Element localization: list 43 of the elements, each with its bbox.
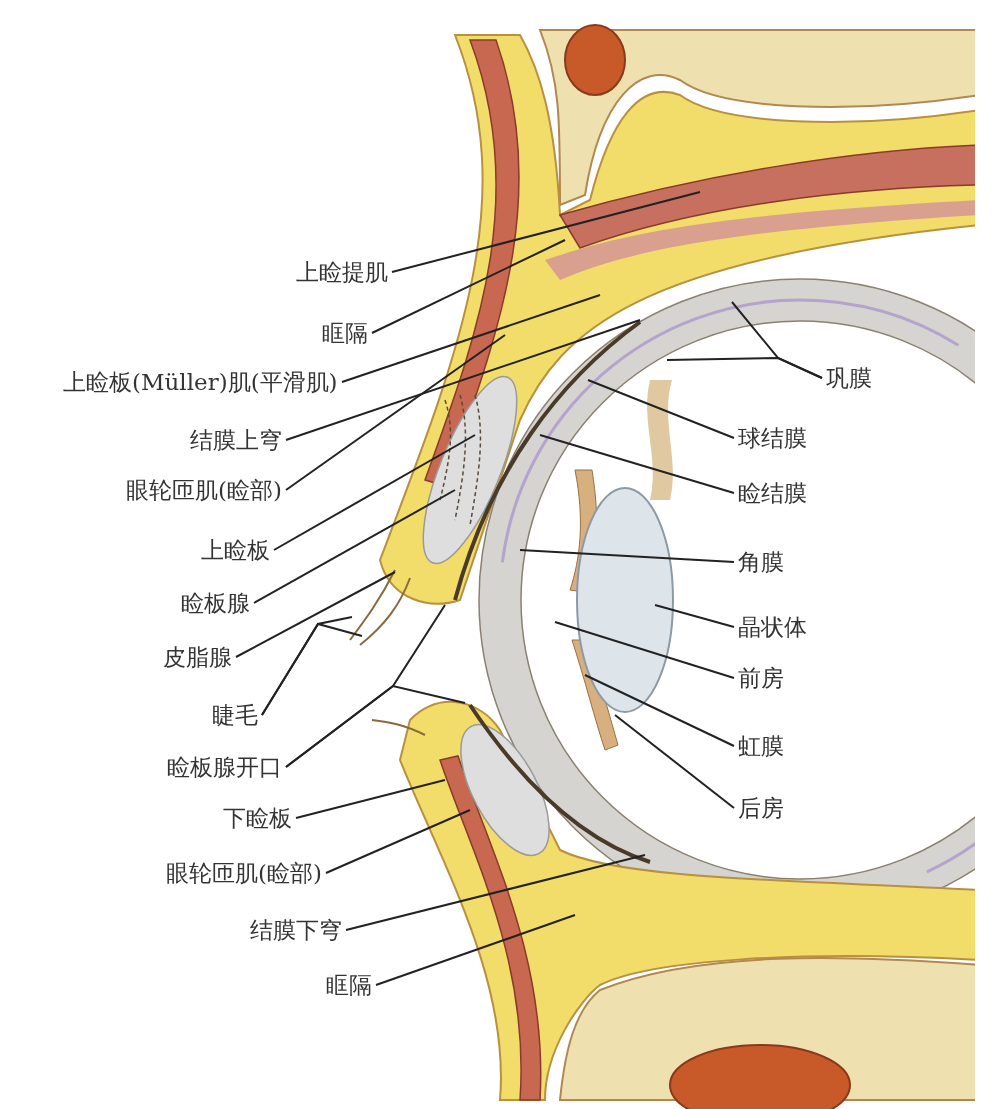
- part-label: 球结膜: [738, 424, 807, 452]
- leader-line: [375, 914, 576, 986]
- leader-line: [345, 854, 646, 931]
- part-label: 巩膜: [826, 364, 872, 392]
- part-label: 睫毛: [212, 701, 258, 729]
- leader-line: [371, 239, 566, 334]
- leader-line: [273, 434, 476, 551]
- leader-line: [295, 779, 446, 819]
- leader-line: [584, 674, 735, 747]
- leader-line: [325, 809, 471, 874]
- part-label: 角膜: [738, 548, 784, 576]
- leader-line: [285, 319, 641, 441]
- leader-line: [614, 714, 735, 809]
- leader-line: [554, 621, 735, 679]
- leader-line: [285, 334, 506, 491]
- part-label: 睑板腺开口: [167, 753, 282, 781]
- part-label: 下睑板: [223, 804, 292, 832]
- part-label: 眶隔: [326, 971, 372, 999]
- leader-line: [587, 379, 735, 439]
- leader-line: [666, 357, 823, 379]
- part-label: 眼轮匝肌(睑部): [166, 859, 322, 887]
- part-label: 前房: [738, 664, 784, 692]
- part-label: 上睑板(Müller)肌(平滑肌): [63, 368, 338, 396]
- part-label: 睑结膜: [738, 479, 807, 507]
- leader-line: [253, 489, 456, 604]
- part-label: 结膜上穹: [190, 426, 282, 454]
- part-label: 虹膜: [738, 732, 784, 760]
- part-label: 眶隔: [322, 319, 368, 347]
- part-label: 眼轮匝肌(睑部): [126, 476, 282, 504]
- leader-line: [654, 604, 735, 628]
- part-label: 上睑提肌: [296, 258, 388, 286]
- leader-line: [391, 191, 701, 273]
- part-label: 后房: [738, 794, 784, 822]
- part-label: 上睑板: [201, 536, 270, 564]
- part-label: 晶状体: [738, 613, 807, 641]
- part-label: 皮脂腺: [163, 643, 232, 671]
- leader-line: [519, 549, 735, 563]
- leader-line: [235, 571, 396, 658]
- part-label: 结膜下穹: [250, 916, 342, 944]
- part-label: 睑板腺: [181, 589, 250, 617]
- leader-line: [285, 684, 466, 768]
- leader-line: [539, 434, 735, 494]
- leader-line: [341, 294, 601, 383]
